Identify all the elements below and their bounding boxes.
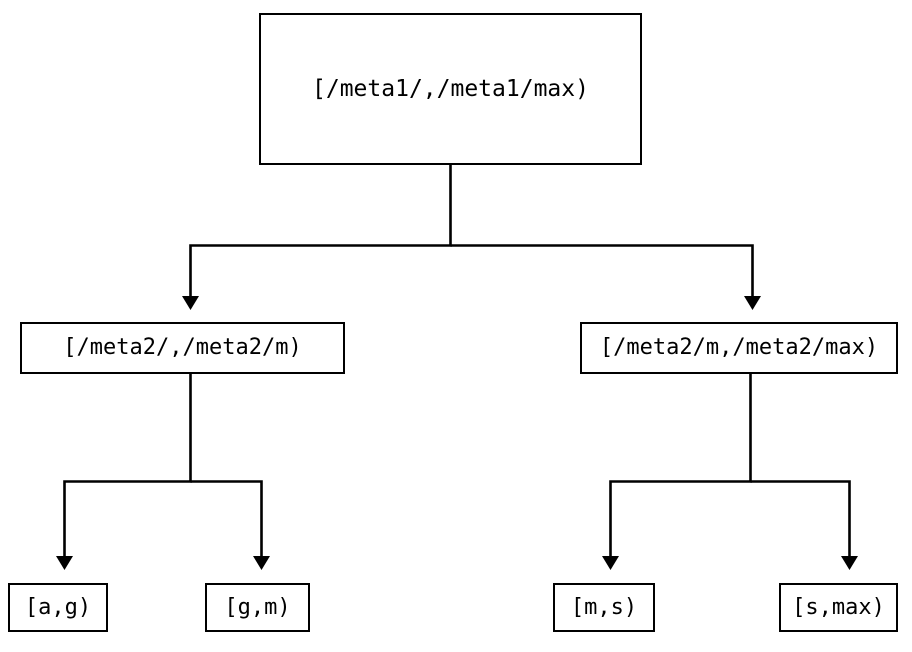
- node-leaf-gm[interactable]: [g,m): [205, 583, 310, 632]
- node-meta2-low[interactable]: [/meta2/,/meta2/m): [20, 322, 345, 374]
- node-leaf-ag[interactable]: [a,g): [8, 583, 108, 632]
- node-leaf-gm-label: [g,m): [224, 594, 291, 620]
- node-root[interactable]: [/meta1/,/meta1/max): [259, 13, 642, 165]
- edge-meta2-high-to-leaf-ms: [602, 374, 752, 570]
- node-leaf-smax-label: [s,max): [792, 594, 885, 620]
- node-meta2-low-label: [/meta2/,/meta2/m): [63, 335, 302, 360]
- edge-root-to-meta2-high: [450, 244, 761, 310]
- edge-root-to-meta2-low: [182, 165, 452, 310]
- edge-meta2-low-to-leaf-ag: [56, 374, 192, 570]
- edge-meta2-low-to-leaf-gm: [190, 480, 270, 570]
- node-leaf-ms-label: [m,s): [570, 594, 638, 620]
- node-leaf-ms[interactable]: [m,s): [553, 583, 655, 632]
- node-leaf-ag-label: [a,g): [24, 594, 92, 620]
- edge-meta2-high-to-leaf-smax: [750, 480, 858, 570]
- node-root-label: [/meta1/,/meta1/max): [312, 75, 589, 102]
- node-meta2-high[interactable]: [/meta2/m,/meta2/max): [580, 322, 898, 374]
- node-leaf-smax[interactable]: [s,max): [779, 583, 898, 632]
- node-meta2-high-label: [/meta2/m,/meta2/max): [599, 335, 879, 360]
